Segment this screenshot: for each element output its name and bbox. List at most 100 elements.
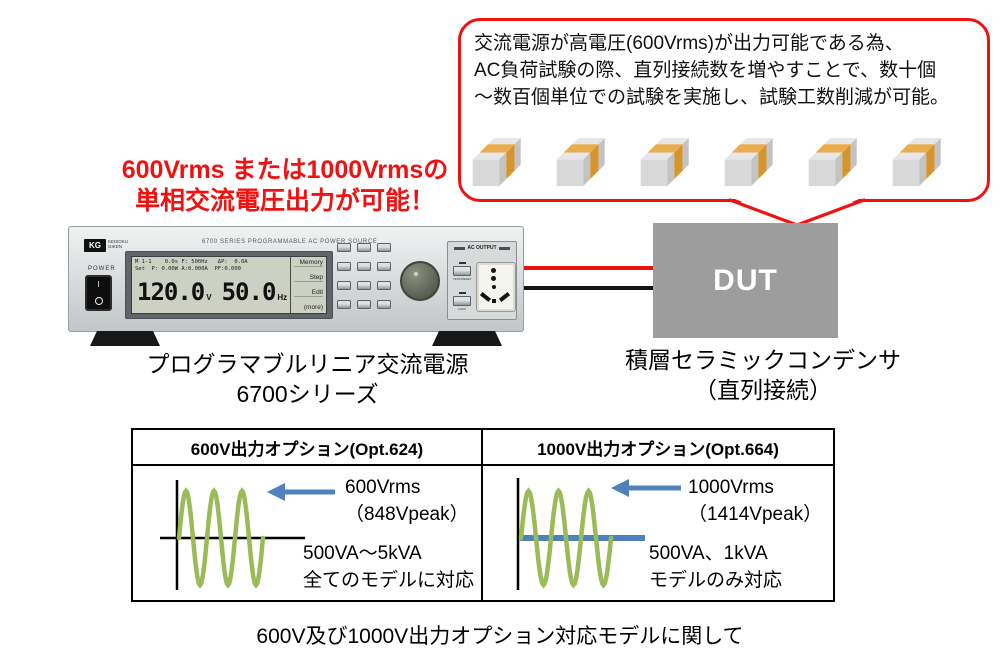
- keypad-button: [357, 281, 371, 290]
- table-cell-600v: 600Vrms （848Vpeak） 500VA～5kVA 全てのモデルに対応: [133, 466, 483, 600]
- sine-diagram-600v: [160, 480, 335, 590]
- device-model-banner: 6700 SERIES PROGRAMMABLE AC POWER SOURCE: [202, 239, 378, 245]
- test-reset-control: TEST/RESET: [453, 262, 472, 281]
- capacitor-row: [471, 127, 976, 189]
- keypad-button: [337, 262, 351, 271]
- rms-annotation: 1000Vrms （1414Vpeak）: [688, 474, 822, 528]
- power-label: POWER: [88, 266, 116, 272]
- indicator-led: [458, 262, 466, 264]
- dut-label: DUT: [713, 263, 778, 297]
- keypad-button: [377, 243, 391, 252]
- dut-caption-line: （直列接続）: [694, 377, 832, 403]
- options-table: 600V出力オプション(Opt.624) 1000V出力オプション(Opt.66…: [131, 428, 835, 602]
- lcd-readout: 120.0 V 50.0 Hz: [137, 278, 297, 306]
- models-line: 500VA～5kVA: [303, 543, 422, 564]
- ac-output-label: AC OUTPUT: [467, 245, 497, 251]
- frequency-unit: Hz: [277, 293, 288, 302]
- capacitor-icon: [808, 138, 857, 187]
- outlet-hole: [479, 292, 492, 302]
- wire-red: [524, 266, 653, 270]
- capacitor-icon: [472, 138, 521, 187]
- capacitor-icon: [724, 138, 773, 187]
- keypad-button: [377, 300, 391, 309]
- keypad-button: [337, 243, 351, 252]
- wire-black: [524, 286, 653, 290]
- brand-logo-abbr: KG: [84, 239, 106, 252]
- keypad-button: [337, 300, 351, 309]
- switch-on-mark: I: [97, 280, 100, 289]
- sine-diagram-1000v: [516, 478, 681, 590]
- keypad-button: [357, 262, 371, 271]
- outlet-hole: [498, 292, 511, 302]
- headline: 600Vrms または1000Vrmsの 単相交流電圧出力が可能！: [95, 155, 475, 217]
- dut-box: DUT: [653, 223, 838, 338]
- table-header-1000v: 1000V出力オプション(Opt.664): [483, 430, 833, 466]
- keypad-button: [377, 262, 391, 271]
- capacitor-icon: [640, 138, 689, 187]
- headline-line: 600Vrms または1000Vrmsの: [121, 156, 449, 184]
- rms-value: 1000Vrms: [688, 477, 774, 498]
- rms-annotation: 600Vrms （848Vpeak）: [345, 474, 469, 528]
- lcd-status-line1: M 1-1 0.0s F: 500Hz ΔP: 0.0A: [135, 259, 248, 265]
- rotary-knob: [400, 261, 440, 301]
- models-line: 全てのモデルに対応: [303, 570, 475, 591]
- models-annotation: 500VA、1kVA モデルのみ対応: [649, 540, 782, 594]
- header-bar: [498, 246, 510, 250]
- keypad-button: [337, 281, 351, 290]
- callout-bubble: 交流電源が高電圧(600Vrms)が出力可能である為、 AC負荷試験の際、直列接…: [458, 18, 990, 202]
- device-caption: プログラマブルリニア交流電源 6700シリーズ: [110, 349, 505, 409]
- indicator-led: [458, 292, 466, 294]
- callout-line: ～数百個単位での試験を実施し、試験工数削減が可能。: [474, 87, 950, 108]
- frequency-value: 50.0: [221, 278, 277, 306]
- test-reset-label: TEST/RESET: [453, 277, 472, 281]
- softkey-label: Edit: [294, 289, 323, 297]
- device-foot: [90, 331, 160, 346]
- device-foot: [432, 331, 502, 346]
- table-cell-1000v: 1000Vrms （1414Vpeak） 500VA、1kVA モデルのみ対応: [483, 466, 833, 600]
- outlet-hole: [492, 299, 496, 303]
- device-caption-line: プログラマブルリニア交流電源: [146, 351, 469, 377]
- softkey-label: (more): [303, 304, 323, 311]
- lock-control: LOCK: [453, 292, 471, 311]
- lock-label: LOCK: [457, 307, 467, 311]
- headline-line: 単相交流電圧出力が可能！: [134, 187, 435, 215]
- keypad: [337, 243, 391, 309]
- brand-logo: KG KEISOKU GIKEN: [84, 239, 142, 252]
- peak-value: （848Vpeak）: [345, 504, 469, 525]
- keypad-button: [357, 300, 371, 309]
- lcd-status-line2: Set P: 0.00W A:0.000A PF:0.000: [135, 265, 241, 272]
- arrow-head: [611, 479, 629, 497]
- softkey-label: Step: [294, 274, 323, 282]
- keypad-button: [357, 243, 371, 252]
- peak-value: （1414Vpeak）: [688, 504, 823, 525]
- power-switch: I: [85, 275, 112, 311]
- callout-text: 交流電源が高電圧(600Vrms)が出力可能である為、 AC負荷試験の際、直列接…: [474, 30, 949, 111]
- header-bar: [454, 246, 466, 250]
- knob-indicator-dot: [414, 272, 418, 276]
- keypad-button: [377, 281, 391, 290]
- softkey-label: Memory: [294, 259, 323, 267]
- capacitor-icon: [556, 138, 605, 187]
- callout-line: 交流電源が高電圧(600Vrms)が出力可能である為、: [474, 33, 904, 54]
- lcd-softkey-labels: Memory Step Edit (more): [290, 257, 326, 313]
- capacitor-icon: [892, 138, 941, 187]
- voltage-unit: V: [206, 293, 212, 302]
- outlet-hole: [491, 276, 496, 281]
- sine-wave: [176, 487, 266, 589]
- switch-off-mark: [94, 297, 103, 305]
- footer-caption: 600V及び1000V出力オプション対応モデルに関して: [256, 625, 744, 648]
- test-reset-button: [453, 266, 471, 276]
- table-header-600v: 600V出力オプション(Opt.624): [133, 430, 483, 466]
- lock-button: [453, 296, 471, 306]
- models-annotation: 500VA～5kVA 全てのモデルに対応: [303, 540, 474, 594]
- models-line: 500VA、1kVA: [649, 543, 768, 564]
- dut-caption: 積層セラミックコンデンサ （直列接続）: [598, 345, 928, 405]
- arrow-head: [267, 483, 285, 501]
- ac-power-source: KG KEISOKU GIKEN 6700 SERIES PROGRAMMABL…: [68, 226, 524, 346]
- callout-line: AC負荷試験の際、直列接続数を増やすことで、数十個: [474, 60, 937, 81]
- outlet-hole: [492, 285, 496, 289]
